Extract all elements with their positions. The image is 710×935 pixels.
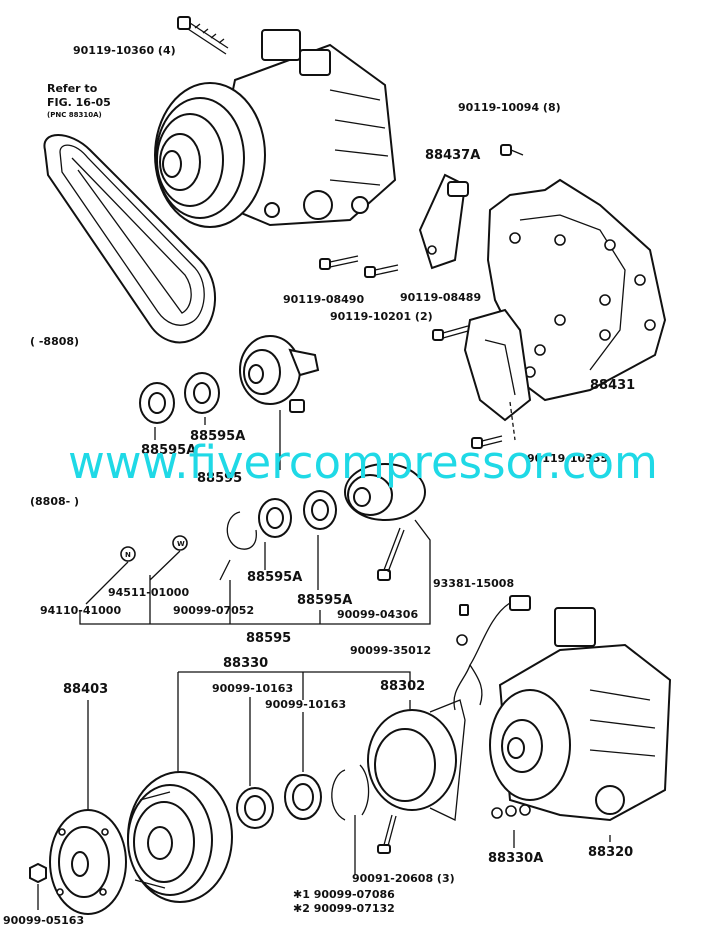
old-leaders bbox=[154, 410, 281, 470]
label-88320: 88320 bbox=[588, 845, 633, 860]
label-93381: 93381-15008 bbox=[433, 577, 514, 590]
label-refer1: Refer to bbox=[47, 82, 98, 95]
label-88437a: 88437A bbox=[425, 148, 480, 163]
label-w: W bbox=[177, 540, 185, 548]
field-coil bbox=[367, 699, 466, 821]
watermark-text: www.fivercompressor.com bbox=[68, 436, 658, 489]
label-08489: 90119-08489 bbox=[400, 291, 481, 304]
labels: 90119-10360 (4) Refer to FIG. 16-05 (PNC… bbox=[3, 44, 635, 927]
compressor-top bbox=[154, 29, 397, 228]
new-leaders bbox=[79, 519, 431, 625]
snap-ring-left bbox=[226, 511, 257, 550]
bearing-lower bbox=[236, 774, 322, 829]
bracket-arm bbox=[418, 173, 469, 270]
label-star1: ✱1 90099-07086 bbox=[293, 888, 395, 901]
clutch-hub bbox=[49, 809, 127, 915]
label-star2: ✱2 90099-07132 bbox=[293, 902, 395, 915]
label-10163a: 90099-10163 bbox=[212, 682, 293, 695]
label-n: N bbox=[125, 551, 131, 559]
bolt-04306 bbox=[377, 527, 405, 581]
n-w-markers bbox=[120, 535, 188, 562]
label-range-b: (8808- ) bbox=[30, 495, 79, 508]
label-10201: 90119-10201 (2) bbox=[330, 310, 433, 323]
label-10163b: 90099-10163 bbox=[265, 698, 346, 711]
label-bolt-r: 90119-10094 (8) bbox=[458, 101, 561, 114]
drive-belt bbox=[43, 134, 216, 344]
label-88330: 88330 bbox=[223, 656, 268, 671]
snap-ring-lower bbox=[331, 764, 370, 821]
screw-20608 bbox=[377, 814, 397, 854]
label-bolt-top: 90119-10360 (4) bbox=[73, 44, 176, 57]
bracket-bolts bbox=[319, 144, 524, 449]
label-range-a: ( -8808) bbox=[30, 335, 79, 348]
label-35012: 90099-35012 bbox=[350, 644, 431, 657]
lower-leaders bbox=[37, 671, 611, 910]
label-20608: 90091-20608 (3) bbox=[352, 872, 455, 885]
label-s1: 88595A bbox=[141, 443, 196, 458]
label-b1: 88595A bbox=[247, 570, 302, 585]
label-bolt-hidden: 90119-10355 bbox=[527, 452, 608, 465]
connector-wire bbox=[453, 595, 531, 711]
nut-05163 bbox=[29, 862, 47, 884]
label-04306: 90099-04306 bbox=[337, 608, 418, 621]
label-88302: 88302 bbox=[380, 679, 425, 694]
bearing-pair-new bbox=[258, 490, 337, 538]
label-88403: 88403 bbox=[63, 682, 108, 697]
label-07052: 90099-07052 bbox=[173, 604, 254, 617]
label-88330a: 88330A bbox=[488, 851, 543, 866]
pulley-rotor bbox=[127, 771, 233, 903]
compressor-lower bbox=[489, 607, 672, 822]
label-b2: 88595A bbox=[297, 593, 352, 608]
label-08490: 90119-08490 bbox=[283, 293, 364, 306]
label-05163: 90099-05163 bbox=[3, 914, 84, 927]
bolt-top bbox=[177, 16, 229, 55]
mounting-bracket bbox=[463, 178, 667, 422]
label-94511: 94511-01000 bbox=[108, 586, 189, 599]
label-88595: 88595 bbox=[246, 631, 291, 646]
bearing-pair-old bbox=[139, 372, 220, 424]
label-88431: 88431 bbox=[590, 378, 635, 393]
label-s2: 88595A bbox=[190, 429, 245, 444]
label-refer3: (PNC 88310A) bbox=[47, 111, 102, 119]
label-s3: 88595 bbox=[197, 471, 242, 486]
pulley-new bbox=[344, 463, 426, 521]
label-refer2: FIG. 16-05 bbox=[47, 96, 111, 109]
clutch-pulley-old bbox=[239, 335, 320, 413]
washers-88330a bbox=[491, 804, 531, 819]
label-94110: 94110-41000 bbox=[40, 604, 121, 617]
